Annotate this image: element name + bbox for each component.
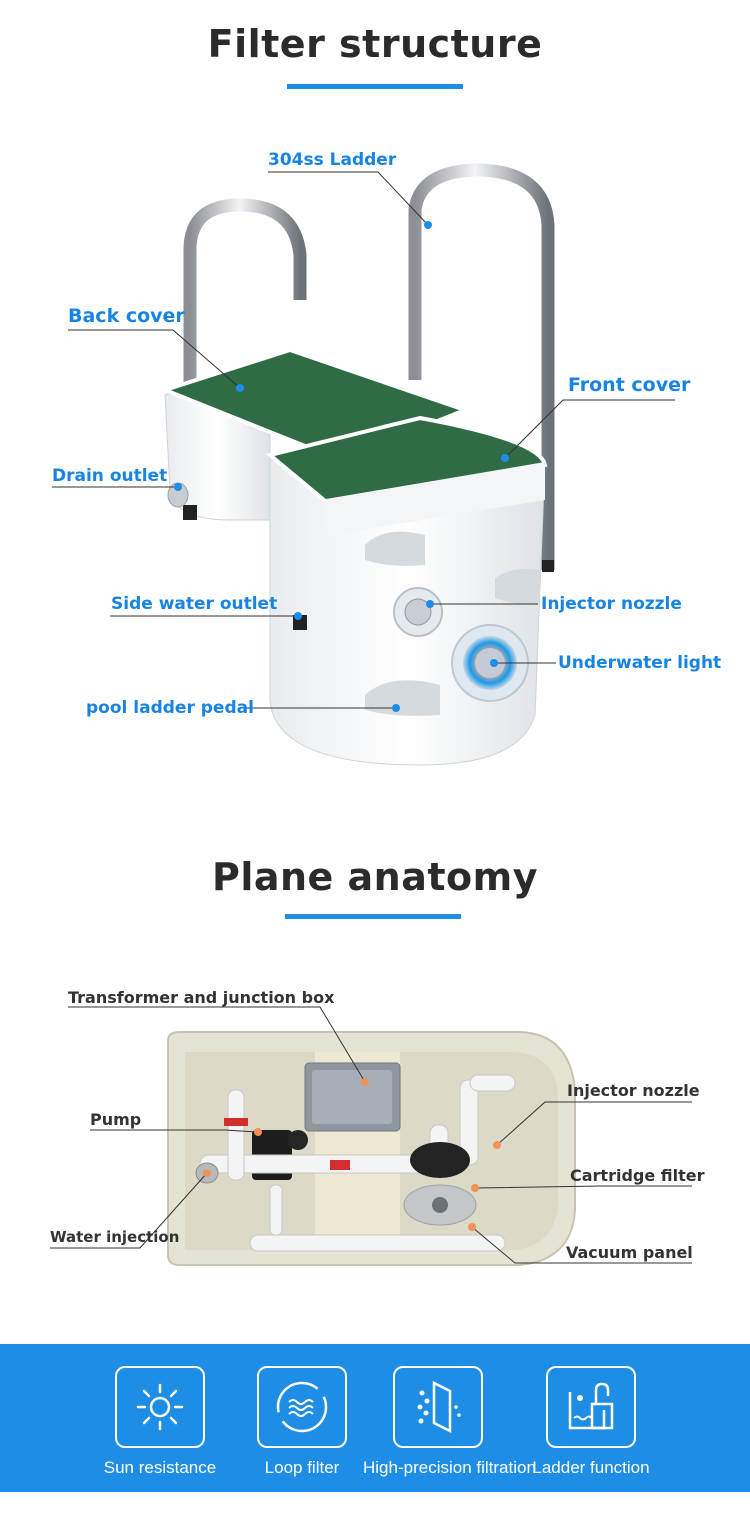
- feature-caption: Ladder function: [532, 1458, 650, 1477]
- filter-structure-diagram: 304ss Ladder Back cover Front cover Drai…: [52, 150, 722, 766]
- feature-ladder-function: Ladder function: [516, 1366, 666, 1478]
- bottom-strip: [0, 1492, 750, 1517]
- feature-tile: [115, 1366, 205, 1448]
- sun-icon: [136, 1383, 184, 1431]
- feature-tile: [393, 1366, 483, 1448]
- anatomy-title-underline: [285, 914, 461, 919]
- feature-caption: High-precision filtration: [363, 1458, 536, 1477]
- feature-caption: Loop filter: [264, 1458, 340, 1477]
- feature-tile: [257, 1366, 347, 1448]
- ladder-icon: [568, 1382, 614, 1430]
- front-ladder-rail: [408, 163, 555, 570]
- plane-anatomy-diagram: Transformer and junction box Pump Water …: [0, 960, 750, 1320]
- label-front-cover: Front cover: [568, 374, 691, 396]
- feature-sun-resistance: Sun resistance: [85, 1366, 235, 1478]
- feature-high-precision-filtration: High-precision filtration: [363, 1366, 536, 1478]
- label-water-injection: Water injection: [50, 1228, 180, 1246]
- label-side-water-outlet: Side water outlet: [111, 594, 278, 614]
- feature-tile: [546, 1366, 636, 1448]
- structure-title-underline: [287, 84, 463, 89]
- label-drain-outlet: Drain outlet: [52, 466, 168, 486]
- feature-caption: Sun resistance: [103, 1458, 217, 1477]
- back-ladder-rail: [183, 198, 307, 505]
- label-ladder-pedal: pool ladder pedal: [86, 698, 254, 718]
- label-pump: Pump: [90, 1110, 142, 1129]
- loop-filter-icon: [276, 1381, 328, 1433]
- feature-loop-filter: Loop filter: [227, 1366, 377, 1478]
- label-transformer: Transformer and junction box: [68, 988, 335, 1007]
- label-underwater-light: Underwater light: [558, 653, 722, 673]
- filtration-icon: [417, 1380, 461, 1434]
- anatomy-photo-illustration: [50, 1006, 692, 1266]
- label-cartridge-filter: Cartridge filter: [570, 1166, 705, 1185]
- label-back-cover: Back cover: [68, 305, 185, 327]
- filter-product-illustration: [52, 163, 675, 766]
- label-vacuum-panel: Vacuum panel: [566, 1243, 693, 1262]
- label-injector-nozzle: Injector nozzle: [541, 594, 682, 614]
- structure-title: Filter structure: [207, 22, 543, 66]
- label-ladder: 304ss Ladder: [268, 150, 397, 170]
- anatomy-title: Plane anatomy: [211, 855, 539, 899]
- label-injector-nozzle-anatomy: Injector nozzle: [567, 1081, 700, 1100]
- feature-band: Sun resistance Loop filter: [0, 1344, 750, 1492]
